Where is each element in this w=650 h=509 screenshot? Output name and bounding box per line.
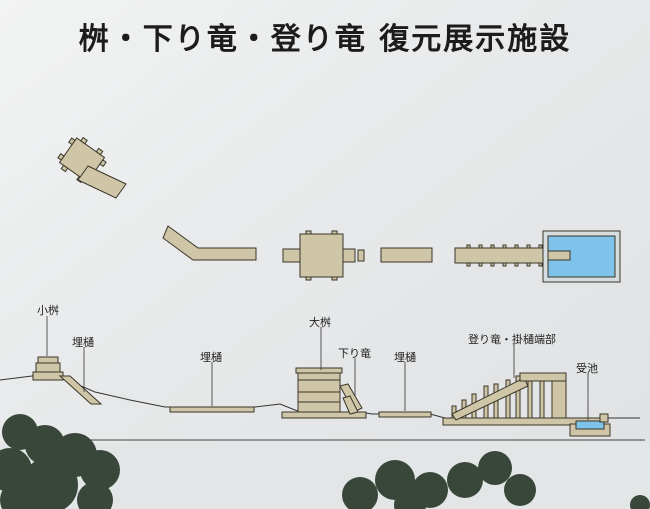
label-buried-pipe-3: 埋樋 [394,351,416,364]
leader-lines [46,316,589,420]
label-buried-pipe-2: 埋樋 [200,351,222,364]
plan-large-basin [282,230,356,281]
section-descending-dragon [339,383,363,415]
foliage [0,414,650,509]
label-small-basin: 小桝 [37,304,59,317]
label-buried-pipe-1: 埋樋 [72,336,94,349]
plan-channel-1 [77,165,127,199]
label-descending-dragon: 下り竜 [338,347,371,360]
section-buried-pipe-2 [378,411,432,418]
section-receiving-pond [569,413,611,437]
sign-title: 桝・下り竜・登り竜 復元展示施設 [78,22,572,57]
plan-view [57,136,621,283]
plan-dash-1 [357,249,365,262]
section-small-basin [32,356,103,405]
label-rising-dragon: 登り竜・掛樋端部 [468,333,556,346]
section-buried-pipe-1 [169,406,255,413]
plan-buried-pipe-2 [380,247,433,263]
label-large-basin: 大桝 [309,316,331,329]
section-rising-dragon [442,372,604,426]
section-large-basin [281,367,367,419]
plan-buried-pipe-1 [162,225,257,261]
label-receiving-pond: 受池 [576,362,598,375]
